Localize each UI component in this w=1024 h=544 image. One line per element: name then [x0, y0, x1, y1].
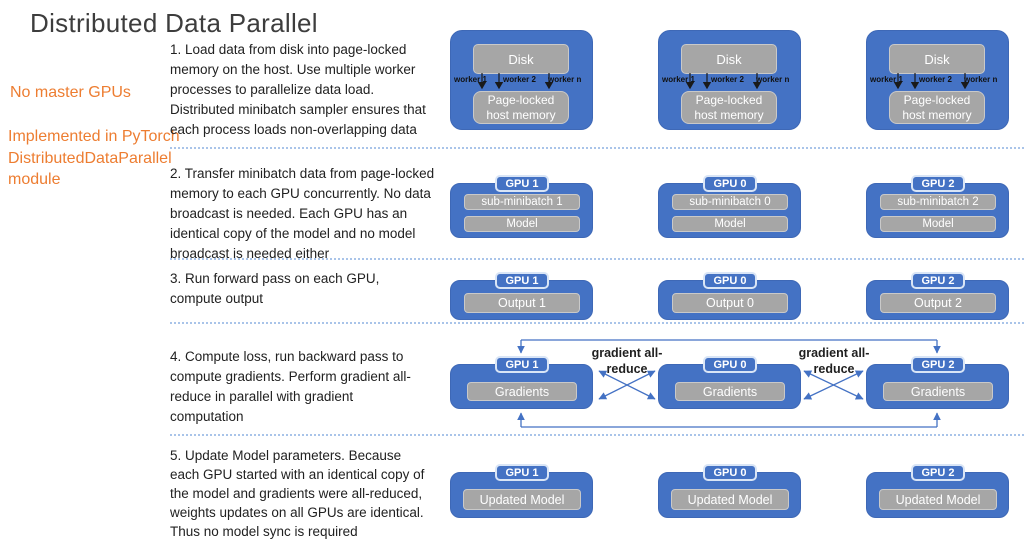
sub-minibatch-box: sub-minibatch 1 — [464, 194, 580, 210]
gpu-tab: GPU 0 — [703, 356, 757, 373]
note-line: DistributedDataParallel — [8, 149, 172, 167]
disk-box: Disk — [473, 44, 569, 74]
row-separator — [170, 147, 1024, 149]
gradient-allreduce-label: gradient all- reduce — [591, 346, 663, 376]
gpu-node: GPU 0 Output 0 — [658, 272, 801, 320]
gradient-allreduce-label: gradient all- reduce — [798, 346, 870, 376]
gpu-tab: GPU 1 — [495, 175, 549, 192]
gpu-node: GPU 1 Output 1 — [450, 272, 593, 320]
gradients-box: Gradients — [675, 382, 785, 401]
worker-label: worker 2 — [919, 75, 952, 84]
step-3-text: 3. Run forward pass on each GPU, compute… — [170, 271, 380, 306]
gpu-node: GPU 1 sub-minibatch 1 Model — [450, 175, 593, 238]
gpu-node: GPU 2 sub-minibatch 2 Model — [866, 175, 1009, 238]
host-node: Disk worker 1 worker 2 worker n Page-loc… — [450, 30, 593, 130]
disk-box: Disk — [681, 44, 777, 74]
worker-label: worker 2 — [711, 75, 744, 84]
worker-label: worker 2 — [503, 75, 536, 84]
gpu-tab: GPU 1 — [495, 272, 549, 289]
gradients-box: Gradients — [883, 382, 993, 401]
model-box: Model — [672, 216, 788, 232]
worker-label: worker 1 — [454, 75, 487, 84]
gpu-tab: GPU 1 — [495, 356, 549, 373]
output-box: Output 2 — [880, 293, 996, 313]
output-box: Output 1 — [464, 293, 580, 313]
sub-minibatch-box: sub-minibatch 2 — [880, 194, 996, 210]
note-line: module — [8, 171, 61, 188]
page-title: Distributed Data Parallel — [30, 8, 318, 38]
worker-label: worker n — [756, 75, 790, 84]
output-box: Output 0 — [672, 293, 788, 313]
gpu-node: GPU 2 Output 2 — [866, 272, 1009, 320]
row-separator — [170, 322, 1024, 324]
row-separator — [170, 434, 1024, 436]
worker-label: worker 1 — [662, 75, 695, 84]
step-5-text: 5. Update Model parameters. Because each… — [170, 448, 425, 539]
page-locked-memory-box: Page-locked host memory — [889, 91, 985, 124]
gpu-node: GPU 1 Gradients — [450, 356, 593, 409]
step-4-text: 4. Compute loss, run backward pass to co… — [170, 349, 411, 424]
sub-minibatch-box: sub-minibatch 0 — [672, 194, 788, 210]
page-locked-memory-box: Page-locked host memory — [473, 91, 569, 124]
step-1-text: 1. Load data from disk into page-locked … — [170, 42, 426, 137]
updated-model-box: Updated Model — [671, 489, 789, 510]
worker-label: worker n — [548, 75, 582, 84]
gpu-tab: GPU 2 — [911, 356, 965, 373]
updated-model-box: Updated Model — [879, 489, 997, 510]
model-box: Model — [464, 216, 580, 232]
gradients-box: Gradients — [467, 382, 577, 401]
gpu-tab: GPU 0 — [703, 175, 757, 192]
gpu-tab: GPU 2 — [911, 175, 965, 192]
gpu-node: GPU 2 Gradients — [866, 356, 1009, 409]
gpu-node: GPU 0 sub-minibatch 0 Model — [658, 175, 801, 238]
worker-label: worker n — [964, 75, 998, 84]
gpu-node: GPU 1 Updated Model — [450, 464, 593, 518]
model-box: Model — [880, 216, 996, 232]
gpu-node: GPU 0 Updated Model — [658, 464, 801, 518]
note-pytorch-module: Implemented in PyTorch DistributedDataPa… — [8, 126, 180, 191]
page-locked-memory-box: Page-locked host memory — [681, 91, 777, 124]
gpu-tab: GPU 2 — [911, 464, 965, 481]
gpu-tab: GPU 0 — [703, 272, 757, 289]
gpu-tab: GPU 2 — [911, 272, 965, 289]
row-separator — [170, 258, 1024, 260]
gpu-node: GPU 0 Gradients — [658, 356, 801, 409]
gpu-tab: GPU 1 — [495, 464, 549, 481]
note-line: Implemented in PyTorch — [8, 128, 180, 145]
disk-box: Disk — [889, 44, 985, 74]
gpu-tab: GPU 0 — [703, 464, 757, 481]
updated-model-box: Updated Model — [463, 489, 581, 510]
host-node: Disk worker 1 worker 2 worker n Page-loc… — [866, 30, 1009, 130]
step-2-text: 2. Transfer minibatch data from page-loc… — [170, 166, 435, 261]
host-node: Disk worker 1 worker 2 worker n Page-loc… — [658, 30, 801, 130]
worker-label: worker 1 — [870, 75, 903, 84]
note-no-master-gpus: No master GPUs — [10, 84, 131, 101]
gpu-node: GPU 2 Updated Model — [866, 464, 1009, 518]
